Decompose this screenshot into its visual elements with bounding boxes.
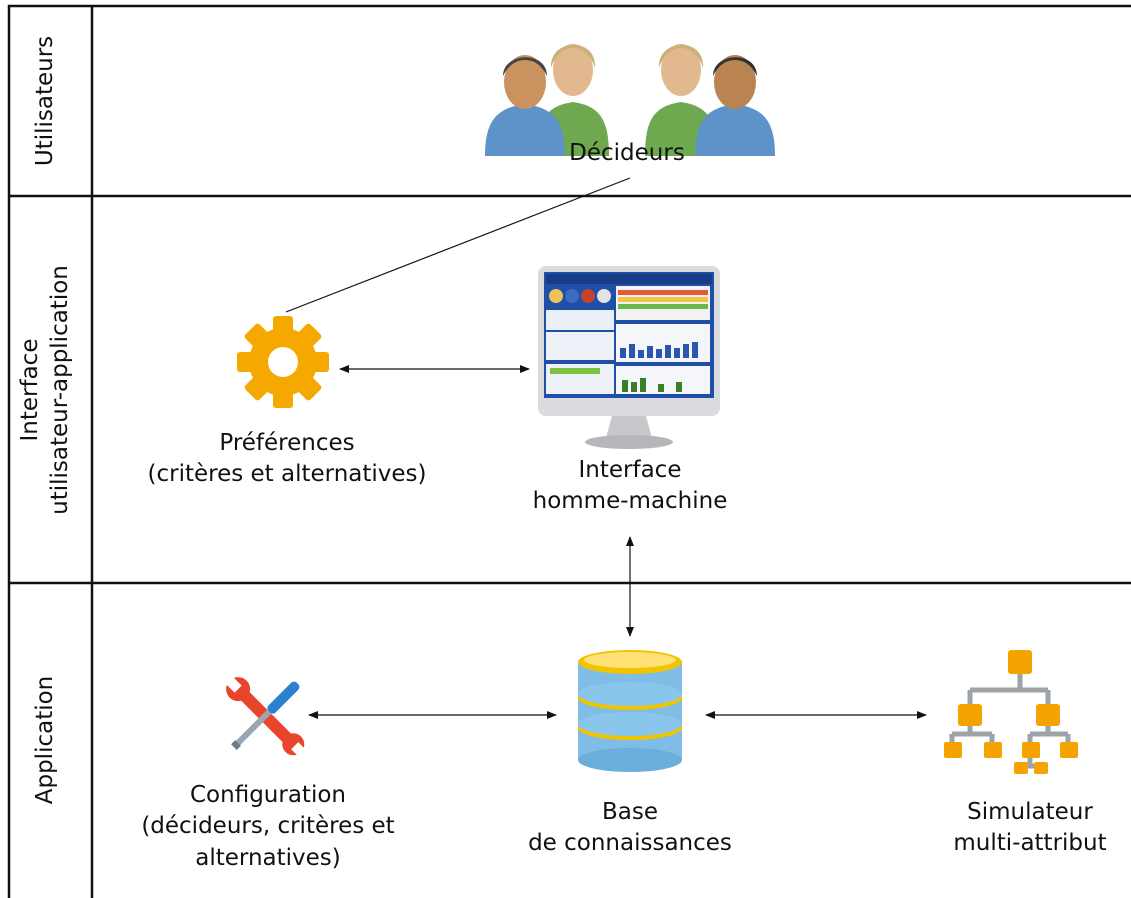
base-label: Base de connaissances	[528, 799, 732, 857]
configuration-label: Configuration (décideurs, critères et al…	[141, 782, 395, 871]
outer-frame	[7, 4, 1131, 898]
lane-label-interface: Interface utilisateur-application	[17, 265, 73, 515]
lane-label-application: Application	[32, 675, 59, 805]
database-icon	[578, 650, 682, 772]
connector-decideurs-preferences	[285, 177, 631, 313]
lane-label-utilisateurs: Utilisateurs	[32, 35, 59, 167]
preferences-label: Préférences (critères et alternatives)	[147, 430, 427, 488]
decideurs-label: Décideurs	[569, 140, 685, 166]
simulateur-label: Simulateur multi-attribut	[953, 799, 1107, 857]
users-group-icon	[485, 44, 775, 156]
gear-icon	[237, 316, 329, 408]
ihm-label: Interface homme-machine	[532, 457, 728, 515]
monitor-dashboard-icon	[538, 266, 720, 449]
hierarchy-icon	[944, 650, 1078, 774]
wrench-screwdriver-icon	[224, 675, 307, 758]
